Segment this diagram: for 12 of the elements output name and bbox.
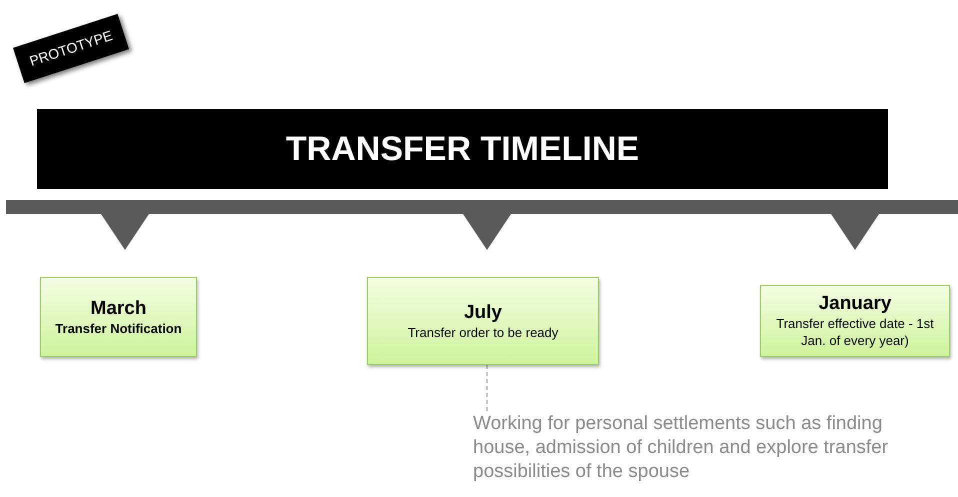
milestone-text: Transfer order to be ready xyxy=(406,324,560,340)
title-banner: TRANSFER TIMELINE xyxy=(37,109,888,189)
month-heading: January xyxy=(818,293,892,315)
milestone-box xyxy=(367,277,599,365)
month-heading: July xyxy=(464,302,502,324)
note-text: Working for personal settlements such as finding house, admission of children and explore transfer possibilities of the spouse xyxy=(473,412,893,484)
milestone-text: Transfer Notification xyxy=(54,320,183,336)
month-heading: March xyxy=(90,298,146,320)
milestone-text: Transfer effective date - 1st Jan. of every year) xyxy=(775,315,935,349)
dashed-leader-line xyxy=(486,365,488,412)
milestone-box xyxy=(760,285,950,357)
milestone-box xyxy=(40,277,197,357)
